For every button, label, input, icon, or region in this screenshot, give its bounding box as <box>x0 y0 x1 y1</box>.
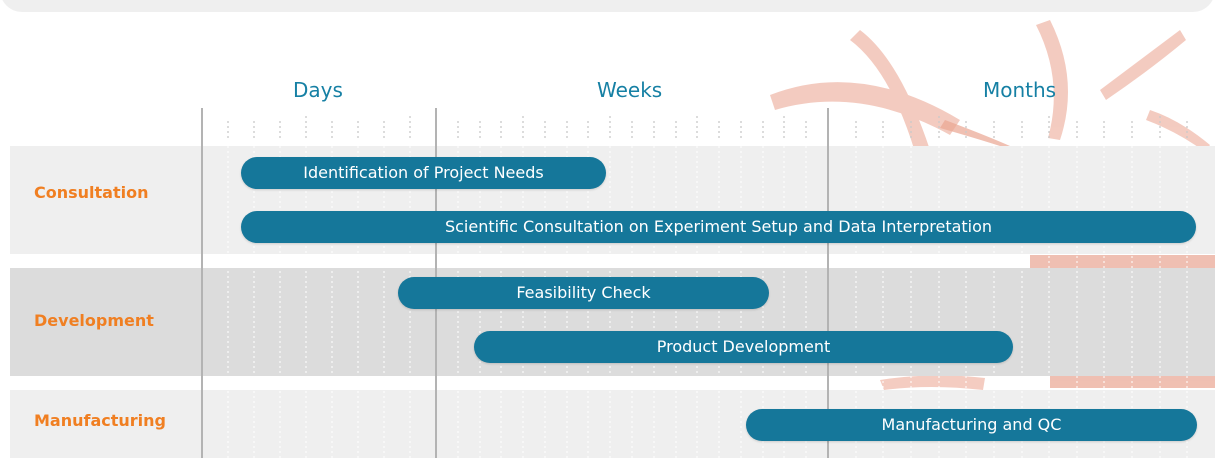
months-heading: Months <box>983 78 1057 102</box>
phase-label-manufacturing: Manufacturing <box>34 411 166 430</box>
task-bar-identification: Identification of Project Needs <box>241 157 606 189</box>
weeks-heading: Weeks <box>597 78 663 102</box>
top-bar <box>0 0 1215 12</box>
task-bar-feasibility: Feasibility Check <box>398 277 769 309</box>
phase-label-consultation: Consultation <box>34 183 149 202</box>
phase-label-development: Development <box>34 311 154 330</box>
days-heading: Days <box>293 78 343 102</box>
task-bar-scientific-consultation: Scientific Consultation on Experiment Se… <box>241 211 1196 243</box>
task-bar-manufacturing-qc: Manufacturing and QC <box>746 409 1197 441</box>
task-bar-product-development: Product Development <box>474 331 1013 363</box>
